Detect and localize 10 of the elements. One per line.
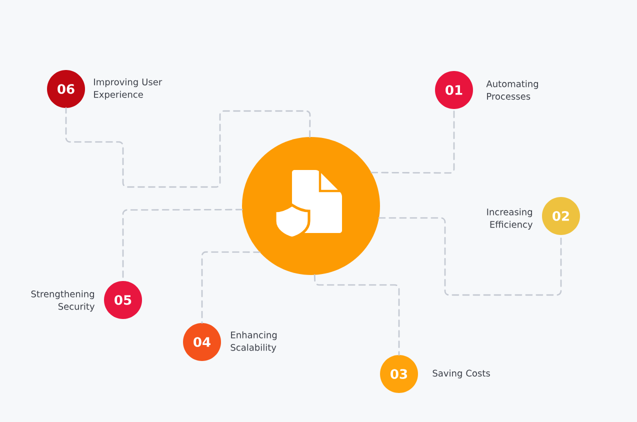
dashed-connector	[65, 107, 311, 188]
dashed-connector	[378, 217, 562, 296]
step-label: Strengthening Security	[31, 290, 95, 312]
step-label: Enhancing Scalability	[230, 331, 277, 353]
dashed-connector	[201, 251, 260, 324]
step-label: Improving User Experience	[94, 78, 162, 100]
step-label: Increasing Efficiency	[487, 208, 533, 230]
step-label: Automating Processes	[486, 80, 538, 100]
step-label: Saving Costs	[432, 370, 490, 378]
dashed-connector	[370, 108, 455, 174]
